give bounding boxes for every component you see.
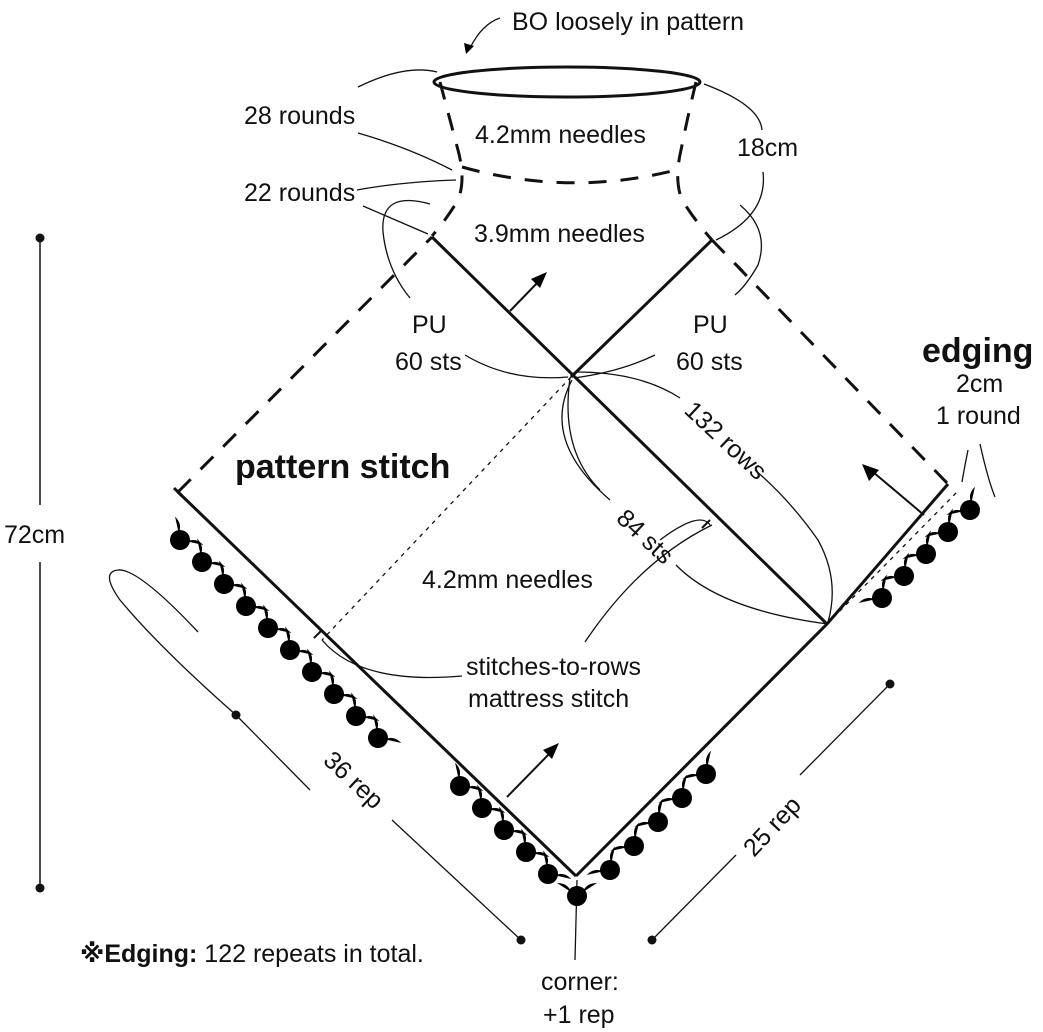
seam-tick-2 (701, 519, 711, 529)
seam-tick-3 (734, 262, 744, 272)
seam-tick-1 (313, 629, 323, 639)
footnote-bold: Edging: (104, 940, 197, 968)
collar (430, 65, 714, 241)
fold-line-left (321, 376, 572, 641)
center-seam-right (569, 238, 714, 379)
footnote-text: 122 repeats in total. (197, 940, 424, 968)
center-seam-upper (430, 235, 829, 626)
height-18-label: 18cm (737, 134, 798, 162)
labels: BO loosely in pattern 28 rounds 22 round… (4, 8, 1033, 1029)
edging-title: edging (922, 332, 1033, 370)
needles-body-label: 4.2mm needles (422, 566, 593, 594)
seam-label-2: mattress stitch (468, 685, 629, 713)
height-scale (35, 233, 895, 945)
sts-84-label: 84 sts (611, 504, 679, 570)
pu-right-label: PU (693, 311, 728, 339)
needles-top-label: 4.2mm needles (475, 121, 646, 149)
left-panel-lower-edge (176, 490, 578, 878)
rep-36-label: 36 rep (318, 746, 389, 815)
fold-line-right (826, 490, 959, 625)
collar-left-side (430, 81, 464, 237)
scale-end-bottom (35, 883, 45, 893)
leader-lines (108, 17, 996, 961)
height-72-label: 72cm (4, 521, 65, 549)
edging-width: 2cm (956, 370, 1003, 398)
bind-off-edge (432, 65, 702, 99)
edge-cap-left (172, 486, 184, 498)
footnote-mark: ※ (80, 940, 104, 968)
right-panel-lower-edge (574, 622, 829, 878)
collar-right-side (676, 81, 714, 241)
needles-mid-label: 3.9mm needles (474, 220, 645, 248)
pu-left-count: 60 sts (395, 348, 462, 376)
edging-rounds: 1 round (936, 402, 1021, 430)
pu-right-count: 60 sts (676, 348, 743, 376)
right-panel-upper-dashed (710, 238, 950, 486)
body (172, 235, 959, 878)
pu-left-label: PU (412, 311, 447, 339)
rounds-28-label: 28 rounds (244, 102, 355, 130)
rounds-22-label: 22 rounds (244, 179, 355, 207)
rep-25-label: 25 rep (738, 791, 807, 862)
direction-arrows (506, 272, 925, 798)
corner-label: corner: (541, 968, 619, 996)
pattern-stitch-label: pattern stitch (235, 448, 450, 486)
arrow-head-2 (543, 743, 559, 759)
arrow-head-3 (862, 464, 879, 481)
footnote: ※Edging: 122 repeats in total. (80, 940, 424, 968)
needle-change-line (461, 165, 677, 185)
right-panel-outer-edge (825, 483, 950, 625)
rows-132-label: 132 rows (679, 396, 772, 486)
corner-rep-label: +1 rep (543, 1001, 615, 1029)
scale-end-top (35, 233, 45, 243)
arrow-head-1 (531, 272, 547, 288)
seam-label-1: stitches-to-rows (466, 653, 641, 681)
bind-off-label: BO loosely in pattern (512, 8, 744, 36)
left-panel-upper-dashed (176, 235, 434, 494)
